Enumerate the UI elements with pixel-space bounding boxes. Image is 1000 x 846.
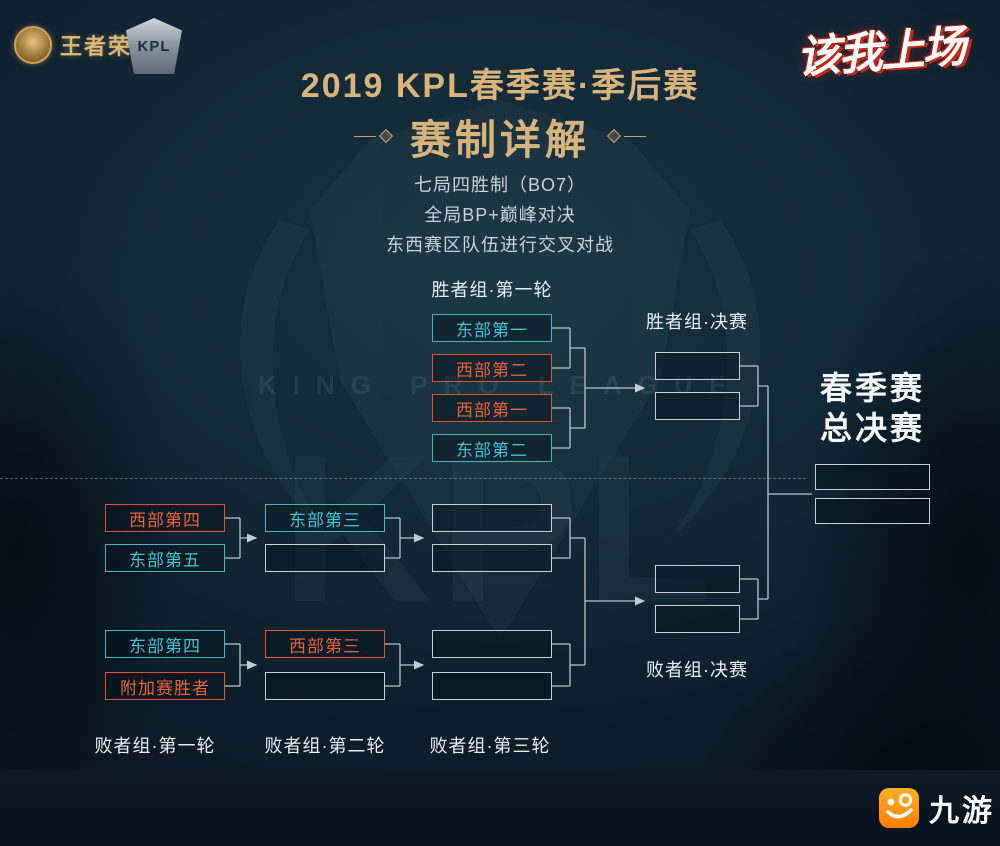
losers-r3-slot-4 xyxy=(432,672,552,700)
winners-r1-slot-2: 西部第二 xyxy=(432,354,552,382)
grand-final-title-line1: 春季赛 xyxy=(819,370,925,406)
losers-r3-slot-3 xyxy=(432,630,552,658)
losers-round1-label: 败者组·第一轮 xyxy=(94,736,216,756)
losers-r2-slot-2 xyxy=(265,544,385,572)
losers-r1-slot-4: 附加赛胜者 xyxy=(105,672,225,700)
winners-final-label: 胜者组·决赛 xyxy=(646,312,748,332)
winners-r1-slot-4: 东部第二 xyxy=(432,434,552,462)
grand-final-title-line2: 总决赛 xyxy=(819,410,925,446)
losers-final-slot-2 xyxy=(655,605,740,633)
subtitle-row: 赛制详解 xyxy=(0,106,1000,166)
rule-line: 全局BP+巅峰对决 xyxy=(424,205,576,225)
losers-r3-slot-2 xyxy=(432,544,552,572)
grand-final-slot-1 xyxy=(815,464,930,490)
losers-final-label: 败者组·决赛 xyxy=(646,660,748,680)
rule-line: 七局四胜制（BO7） xyxy=(413,175,587,195)
diamond-ornament-left-icon xyxy=(354,128,396,144)
upper-lower-bracket-divider xyxy=(0,478,806,479)
winners-r1-slot-3: 西部第一 xyxy=(432,394,552,422)
winners-final-slot-2 xyxy=(655,392,740,420)
jiuyou-logo-text: 九游 xyxy=(929,795,995,828)
losers-r2-slot-3: 西部第三 xyxy=(265,630,385,658)
diamond-ornament-right-icon xyxy=(604,128,646,144)
page-title: 2019 KPL春季赛·季后赛 xyxy=(300,67,700,105)
losers-round3-label: 败者组·第三轮 xyxy=(429,736,551,756)
losers-r1-slot-2: 东部第五 xyxy=(105,544,225,572)
losers-r1-slot-3: 东部第四 xyxy=(105,630,225,658)
jiuyou-smiley-icon xyxy=(879,788,919,828)
rule-line: 东西赛区队伍进行交叉对战 xyxy=(386,235,614,255)
winners-final-slot-1 xyxy=(655,352,740,380)
kpl-shield-text: KPL xyxy=(137,37,171,55)
honor-of-kings-emblem-icon xyxy=(14,26,52,64)
jiuyou-logo: 九游 xyxy=(878,786,995,830)
losers-r1-slot-1: 西部第四 xyxy=(105,504,225,532)
subtitle: 赛制详解 xyxy=(410,117,590,163)
grand-final-slot-2 xyxy=(815,498,930,524)
losers-final-slot-1 xyxy=(655,565,740,593)
winners-round1-label: 胜者组·第一轮 xyxy=(431,280,553,300)
losers-round2-label: 败者组·第二轮 xyxy=(264,736,386,756)
rules-list: 七局四胜制（BO7） 全局BP+巅峰对决 东西赛区队伍进行交叉对战 xyxy=(0,170,1000,260)
kpl-shield-icon: KPL xyxy=(126,18,182,74)
losers-r3-slot-1 xyxy=(432,504,552,532)
footer-band xyxy=(0,770,1000,846)
grand-final-title: 春季赛 总决赛 xyxy=(805,368,940,448)
losers-r2-slot-4 xyxy=(265,672,385,700)
losers-r2-slot-1: 东部第三 xyxy=(265,504,385,532)
winners-r1-slot-1: 东部第一 xyxy=(432,314,552,342)
